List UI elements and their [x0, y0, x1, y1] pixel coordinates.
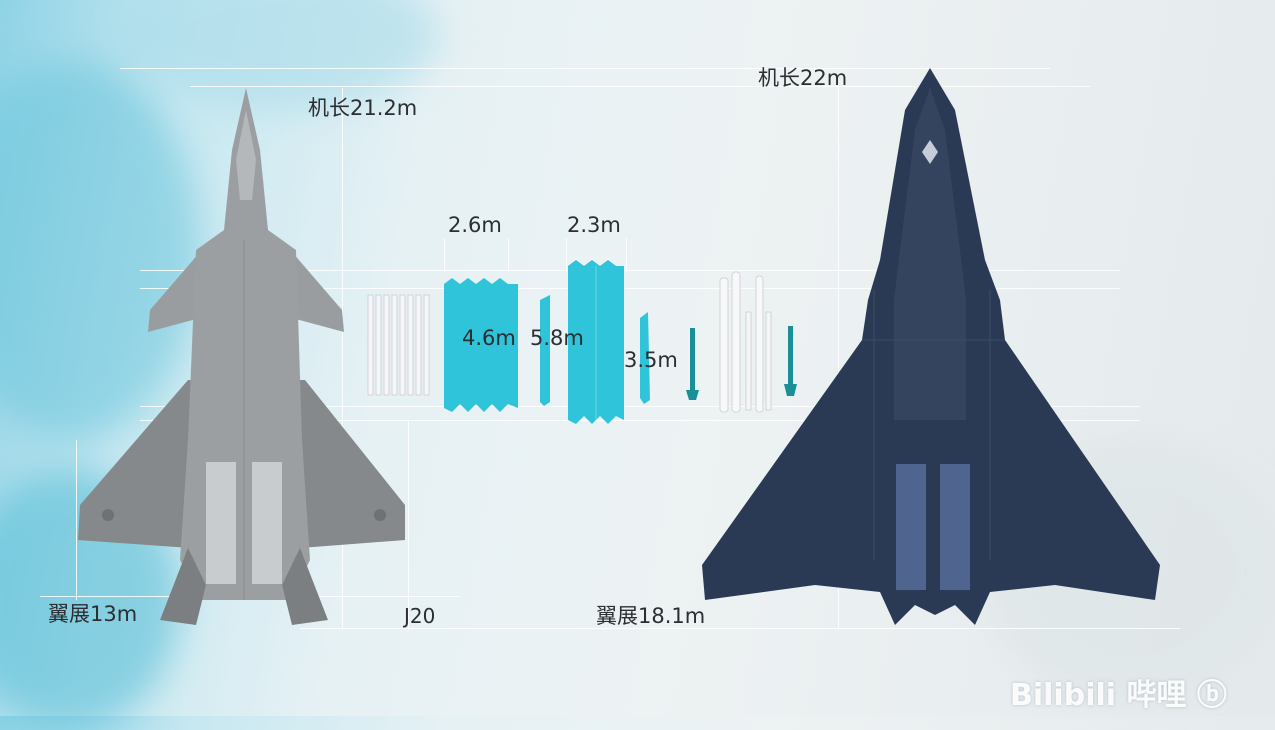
- j20-engine: [206, 462, 236, 584]
- j20-tail: [160, 548, 206, 625]
- weapon-bay-c: [640, 312, 650, 404]
- dimension-tick: [566, 238, 567, 272]
- new-aircraft-sensor: [922, 140, 938, 164]
- new-aircraft-bay: [940, 464, 970, 590]
- new-length-label: 机长22m: [758, 66, 848, 90]
- dimension-line-mid: [140, 288, 1120, 289]
- dimension-tick: [408, 420, 409, 630]
- bay-a-length-label: 4.6m: [462, 326, 516, 350]
- bay-b-width-label: 2.3m: [567, 213, 621, 237]
- dimension-line-top-j20: [190, 86, 1090, 87]
- dimension-tick: [838, 86, 839, 628]
- dimension-line-bottom-2: [300, 628, 1180, 629]
- dimension-line-top: [120, 68, 1050, 69]
- cloud: [0, 60, 200, 440]
- weapon-bay-narrow: [540, 295, 550, 406]
- bay-c-length-label: 3.5m: [624, 348, 678, 372]
- bay-a-width-label: 2.6m: [448, 213, 502, 237]
- j20-engine: [252, 462, 282, 584]
- new-span-label: 翼展18.1m: [596, 604, 706, 628]
- dimension-line-lower: [140, 420, 1140, 421]
- new-aircraft: [702, 68, 1160, 625]
- dimension-tick: [444, 238, 445, 272]
- dimension-line-mid-lower: [140, 406, 1140, 407]
- dimension-tick: [342, 88, 343, 628]
- j20-canard: [148, 252, 200, 332]
- missile-group-a: [367, 294, 430, 396]
- j20-canard: [292, 252, 344, 332]
- dimension-tick: [76, 440, 77, 600]
- j20-span-label: 翼展13m: [48, 602, 138, 626]
- weapon-bay-a: [444, 278, 518, 412]
- missile-teal: [686, 328, 699, 400]
- watermark: Bilibili 哔哩 ⓑ: [1010, 678, 1227, 713]
- j20-length-label: 机长21.2m: [308, 96, 418, 120]
- dimension-line-mid-upper: [140, 270, 1120, 271]
- missile-teal: [784, 326, 797, 396]
- j20-name-label: J20: [404, 604, 436, 628]
- j20-aircraft: [78, 88, 405, 625]
- j20-canopy: [236, 110, 256, 200]
- new-aircraft-bay: [896, 464, 926, 590]
- j20-tail: [282, 548, 328, 625]
- new-aircraft-spine: [894, 88, 966, 420]
- dimension-tick: [626, 238, 627, 272]
- bay-b-length-label: 5.8m: [530, 326, 584, 350]
- missile-group-b: [719, 271, 772, 413]
- dimension-tick: [508, 238, 509, 272]
